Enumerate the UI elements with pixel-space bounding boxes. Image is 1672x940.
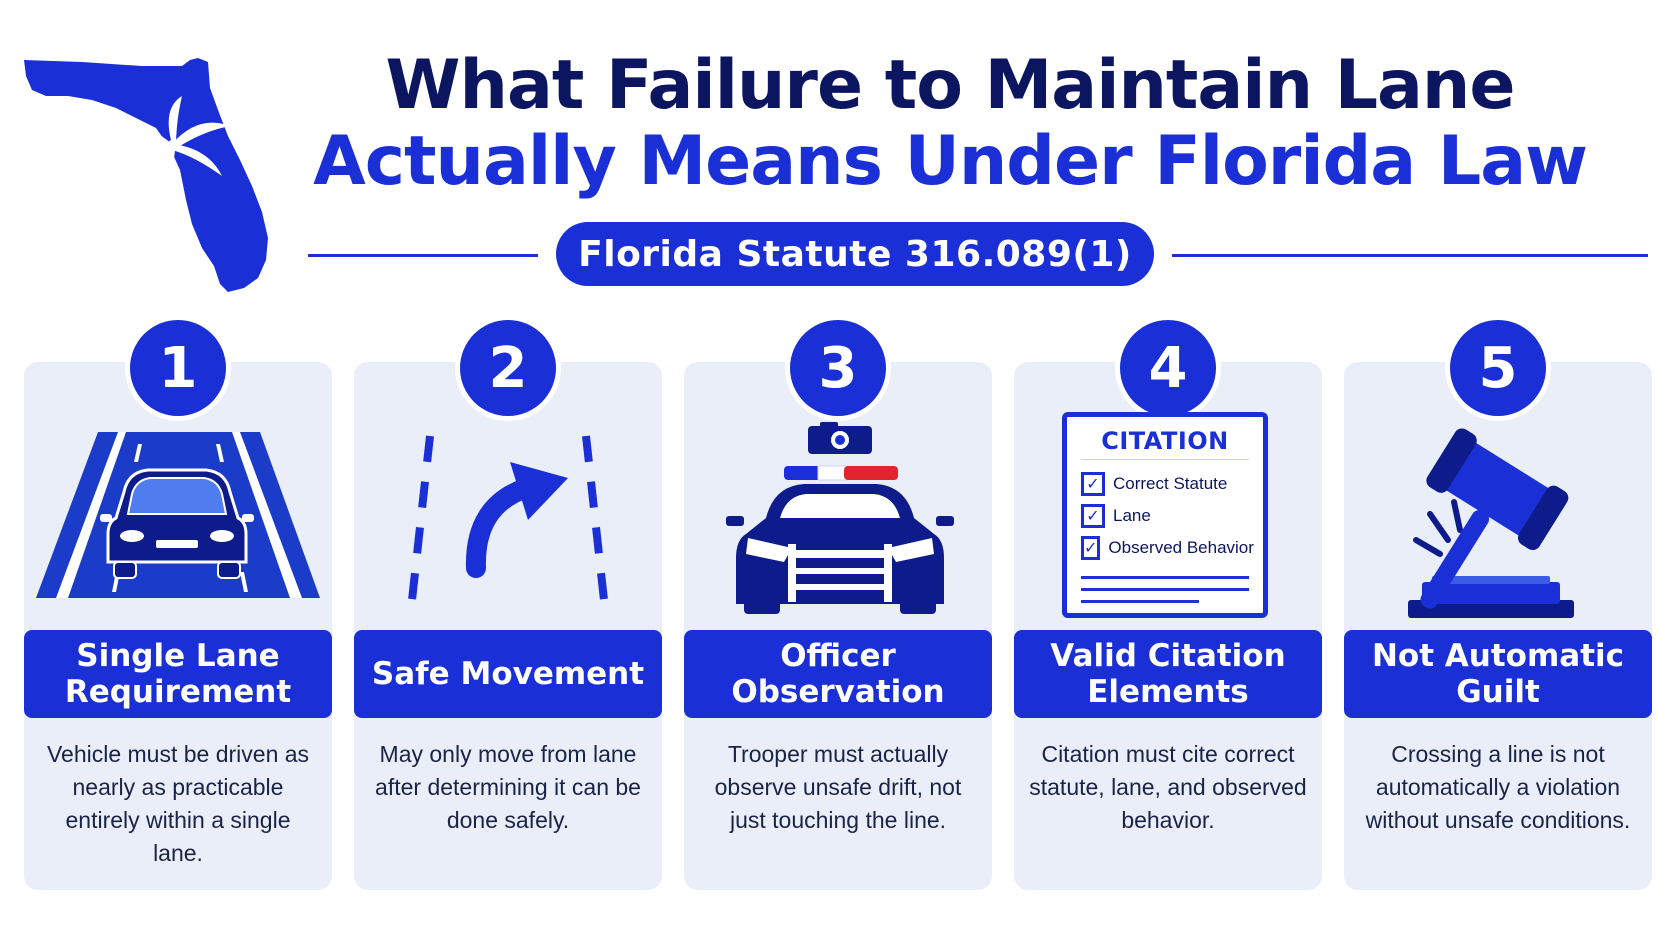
card-valid-citation: 4 CITATION ✓ Correct Statute ✓ Lane ✓ Ob…	[1014, 320, 1322, 890]
step-number: 4	[1120, 320, 1216, 416]
citation-line	[1081, 600, 1199, 603]
citation-line	[1081, 588, 1249, 591]
card-description: May only move from lane after determinin…	[375, 741, 641, 833]
step-number: 3	[790, 320, 886, 416]
citation-line	[1081, 576, 1249, 579]
card-description: Crossing a line is not automatically a v…	[1365, 741, 1631, 833]
citation-heading: CITATION	[1101, 427, 1229, 455]
citation-item: ✓ Observed Behavior	[1081, 532, 1254, 564]
page-title-line2: Actually Means Under Florida Law	[313, 122, 1588, 201]
card-single-lane: 1 Single Lane Requirement Vehicle must b…	[24, 320, 332, 890]
checkbox-checked-icon: ✓	[1081, 504, 1105, 528]
card-not-automatic-guilt: 5 Not Automatic Guilt Crossing a line is…	[1344, 320, 1652, 890]
card-title: Safe Movement	[354, 630, 662, 718]
citation-item: ✓ Lane	[1081, 500, 1249, 532]
card-description: Trooper must actually observe unsafe dri…	[714, 741, 962, 833]
divider-left	[308, 254, 538, 257]
card-title: Officer Observation	[684, 630, 992, 718]
card-description: Vehicle must be driven as nearly as prac…	[46, 741, 310, 866]
step-number: 5	[1450, 320, 1546, 416]
camera-icon	[808, 422, 872, 454]
checkbox-checked-icon: ✓	[1081, 536, 1101, 560]
gavel-icon	[1408, 428, 1574, 618]
divider-right	[1172, 254, 1648, 257]
palm-tree-icon	[114, 96, 230, 288]
lane-change-arrow-icon	[408, 435, 608, 601]
checkbox-checked-icon: ✓	[1081, 472, 1105, 496]
citation-item: ✓ Correct Statute	[1081, 468, 1249, 500]
florida-map-icon	[24, 58, 268, 292]
card-officer-observation: 3 Officer Observation Trooper must actua…	[684, 320, 992, 890]
card-description: Citation must cite correct statute, lane…	[1029, 741, 1307, 833]
step-number: 2	[460, 320, 556, 416]
card-title: Valid Citation Elements	[1014, 630, 1322, 718]
card-title: Not Automatic Guilt	[1344, 630, 1652, 718]
police-car-icon	[726, 422, 954, 614]
step-number: 1	[130, 320, 226, 416]
card-safe-movement: 2 Safe Movement May only move from lane …	[354, 320, 662, 890]
card-title: Single Lane Requirement	[24, 630, 332, 718]
statute-badge: Florida Statute 316.089(1)	[556, 222, 1154, 286]
car-on-road-icon	[36, 432, 320, 598]
citation-checklist-icon: CITATION ✓ Correct Statute ✓ Lane ✓ Obse…	[1062, 412, 1268, 618]
page-title-line1: What Failure to Maintain Lane	[385, 46, 1516, 125]
